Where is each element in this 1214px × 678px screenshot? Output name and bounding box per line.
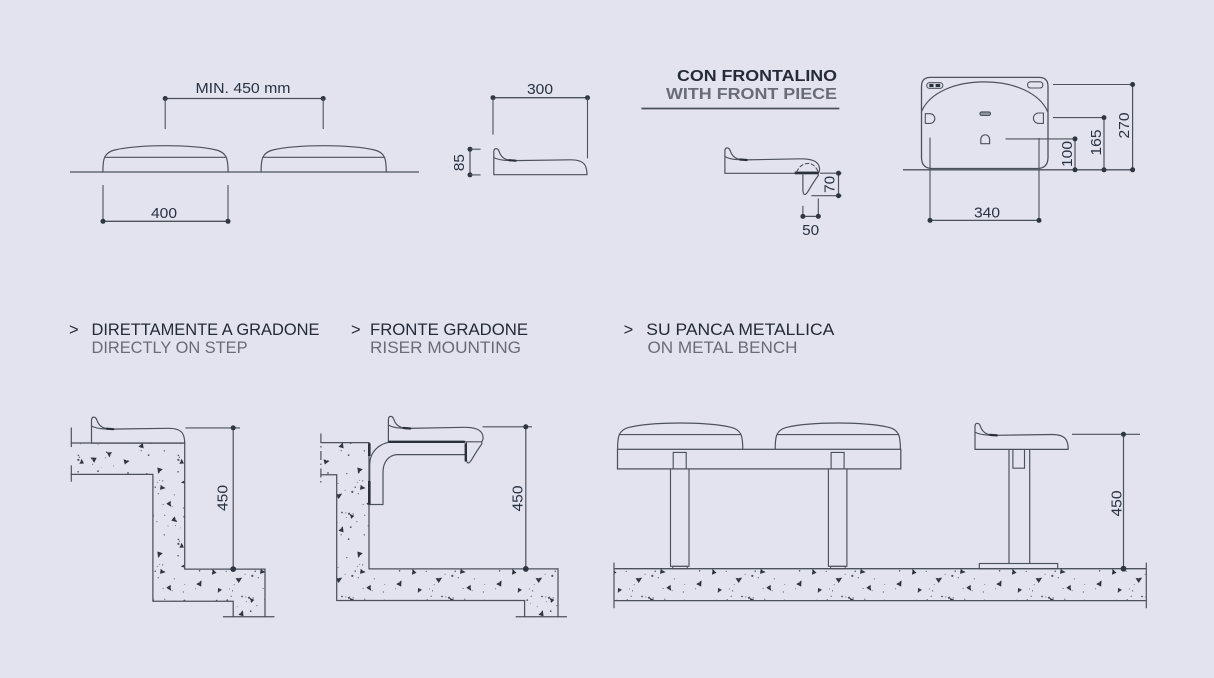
svg-text:340: 340: [974, 204, 1000, 221]
svg-text:165: 165: [1088, 130, 1105, 156]
svg-text:FRONTE GRADONE: FRONTE GRADONE: [370, 321, 528, 339]
svg-text:SU PANCA METALLICA: SU PANCA METALLICA: [646, 321, 834, 339]
svg-text:450: 450: [215, 485, 232, 511]
svg-text:DIRECTLY ON STEP: DIRECTLY ON STEP: [92, 339, 248, 357]
svg-text:450: 450: [509, 486, 526, 512]
svg-text:300: 300: [527, 81, 553, 98]
svg-text:270: 270: [1116, 113, 1133, 139]
svg-text:CON FRONTALINO: CON FRONTALINO: [677, 68, 837, 85]
svg-text:MIN. 450 mm: MIN. 450 mm: [196, 80, 291, 97]
svg-text:DIRETTAMENTE A GRADONE: DIRETTAMENTE A GRADONE: [92, 321, 320, 339]
svg-text:ON METAL BENCH: ON METAL BENCH: [648, 339, 798, 357]
svg-text:50: 50: [802, 222, 819, 239]
svg-text:100: 100: [1059, 141, 1076, 167]
svg-text:85: 85: [451, 154, 468, 171]
svg-text:400: 400: [151, 205, 177, 222]
svg-text:450: 450: [1108, 491, 1125, 517]
svg-text:RISER MOUNTING: RISER MOUNTING: [370, 339, 521, 357]
svg-text:>: >: [624, 321, 634, 339]
svg-text:>: >: [69, 321, 79, 339]
svg-text:WITH FRONT PIECE: WITH FRONT PIECE: [666, 86, 837, 103]
svg-text:>: >: [351, 321, 361, 339]
svg-text:70: 70: [822, 176, 839, 193]
